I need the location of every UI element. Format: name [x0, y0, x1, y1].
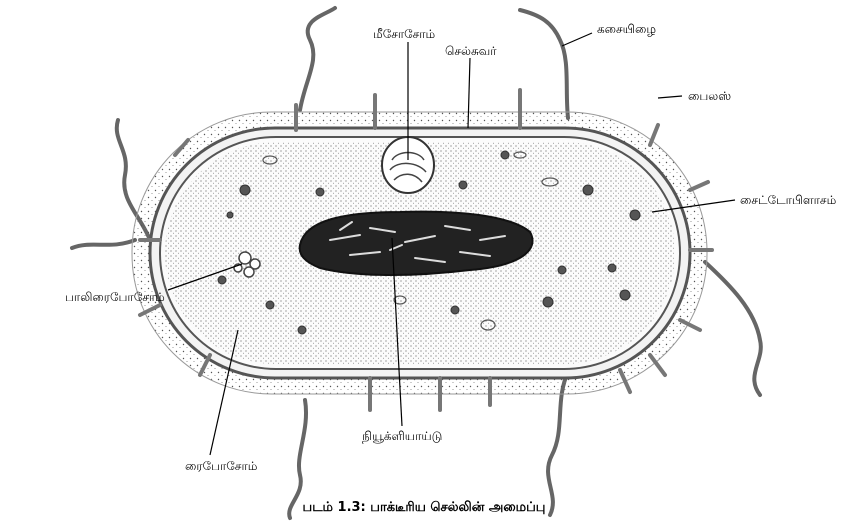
ribosome-granule — [451, 306, 459, 314]
ribosome-granule — [501, 151, 509, 159]
ribosome-granule — [240, 185, 250, 195]
nucleoid — [300, 212, 533, 275]
ribosome-granule — [218, 276, 226, 284]
ribosome-granule — [630, 210, 640, 220]
ribosome-granule — [316, 188, 324, 196]
flagellum-top-right — [520, 10, 568, 118]
flagellum-top-left — [300, 8, 335, 110]
ribosome-granule — [227, 212, 233, 218]
label-flagellum: கசையிழை — [597, 22, 656, 36]
label-pilus: பைலஸ் — [688, 89, 731, 103]
leader-pilus — [658, 96, 682, 98]
ribosome-granule — [459, 181, 467, 189]
ribosome-granule — [543, 297, 553, 307]
label-cell-wall: செல்சுவர் — [445, 44, 497, 58]
ribosome-granule — [583, 185, 593, 195]
label-cytoplasm: சைட்டோபிளாசம் — [740, 193, 836, 207]
ribosome-granule — [558, 266, 566, 274]
ribosome-granule — [608, 264, 616, 272]
flagellum-right — [705, 262, 761, 395]
ribosome-granule — [266, 301, 274, 309]
pilus — [690, 182, 708, 190]
label-polyribosome: பாலிரைபோசோம் — [65, 290, 165, 304]
leader-flagellum — [562, 33, 592, 46]
flagellum-far-left — [72, 240, 135, 248]
ribosome-granule — [620, 290, 630, 300]
label-mesosome: மீசோசோம் — [373, 27, 435, 41]
figure-caption: படம் 1.3: பாக்டீரிய செல்லின் அமைப்பு — [303, 500, 546, 515]
label-nucleoid: நியூக்ளியாய்டு — [362, 429, 442, 443]
label-ribosome: ரைபோசோம் — [185, 459, 257, 473]
ribosome-granule — [298, 326, 306, 334]
